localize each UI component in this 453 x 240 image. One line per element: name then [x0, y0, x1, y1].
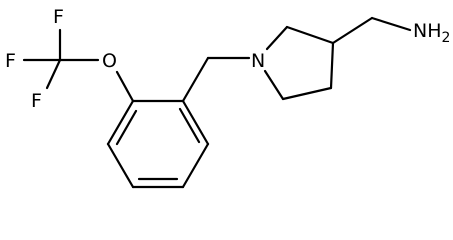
atom-fluorine-bottom: F	[31, 90, 42, 112]
bond-ring-ch2	[181, 56, 210, 103]
benzyl-linker	[181, 56, 251, 103]
bond-cf3-f-bottom	[45, 58, 62, 90]
bond-ring-6	[106, 99, 135, 146]
atom-oxygen: O	[102, 50, 117, 72]
trifluoromethyl-group: F F F	[5, 6, 100, 112]
bond-c3-c4	[329, 41, 335, 90]
atom-fluorine-left: F	[5, 50, 16, 72]
bond-c5-n	[263, 69, 285, 101]
amine-nh-label: NH	[413, 20, 442, 42]
atom-nitrogen: N	[251, 50, 265, 72]
bond-n-c2	[265, 25, 289, 51]
atom-amine: NH2	[413, 20, 450, 46]
amine-subscript: 2	[442, 30, 451, 46]
bond-ring-double-c	[115, 109, 138, 146]
bond-c2-c3	[285, 25, 335, 45]
bond-c3-ch2	[331, 16, 374, 45]
ether-oxygen: O	[102, 50, 135, 103]
bond-ch2-nh2	[370, 16, 412, 32]
bond-ring-5	[106, 142, 135, 189]
benzene-ring	[106, 99, 210, 189]
pyrrolidine-ring: N	[251, 25, 335, 101]
chemical-structure-diagram: F F F O N NH2	[5, 6, 450, 189]
bond-ring-2	[181, 99, 210, 146]
bond-c4-c5	[281, 86, 333, 101]
atom-fluorine-top: F	[53, 6, 64, 28]
bond-ring-double-a	[178, 107, 201, 144]
bond-ring-3	[181, 142, 210, 189]
aminomethyl-group: NH2	[331, 16, 450, 46]
bond-o-ring	[115, 70, 135, 103]
